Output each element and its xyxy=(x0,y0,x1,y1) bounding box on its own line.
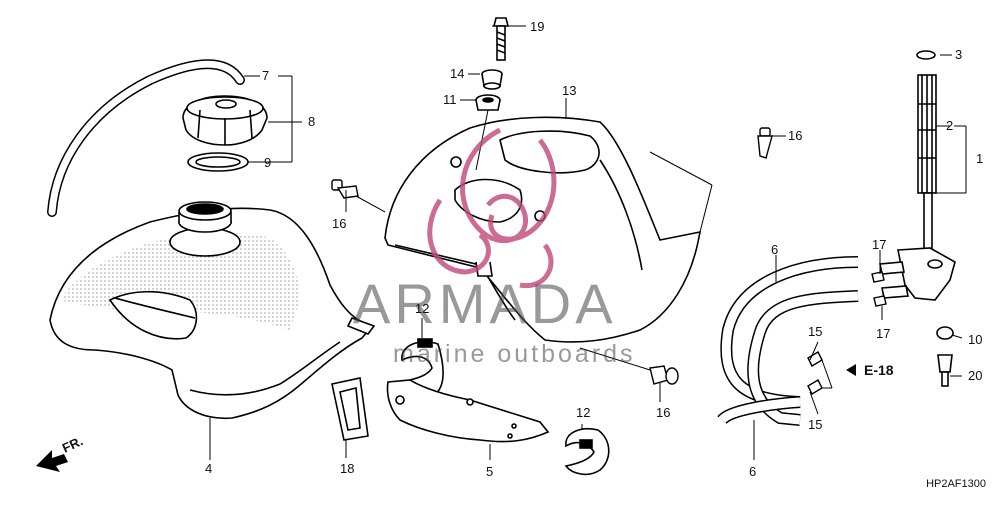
callout-10: 10 xyxy=(968,332,983,347)
callout-9: 9 xyxy=(264,155,272,170)
callout-17-bottom: 17 xyxy=(876,326,891,341)
bolt-19 xyxy=(492,17,510,61)
strap-18 xyxy=(331,377,369,441)
callout-20: 20 xyxy=(968,368,983,383)
reference-e18: E-18 xyxy=(864,362,894,378)
reference-arrow xyxy=(846,364,856,376)
fuel-strainer xyxy=(916,50,937,194)
callout-17-top: 17 xyxy=(872,237,887,252)
callout-13: 13 xyxy=(562,83,577,98)
callout-11: 11 xyxy=(443,92,457,107)
watermark-logo xyxy=(427,127,557,289)
callout-19: 19 xyxy=(530,19,545,34)
hose-clamps xyxy=(807,271,887,395)
callout-8: 8 xyxy=(308,114,316,129)
clip-16-bottom xyxy=(649,365,679,385)
clip-16-left xyxy=(331,179,359,199)
callout-14: 14 xyxy=(450,66,465,81)
collar-14 xyxy=(481,69,503,90)
callout-12-top: 12 xyxy=(415,301,430,316)
callout-5: 5 xyxy=(486,464,494,479)
callout-1: 1 xyxy=(976,151,984,166)
front-arrow-icon xyxy=(36,450,68,472)
callout-18: 18 xyxy=(340,461,355,476)
fuel-tank xyxy=(49,201,376,420)
callout-3: 3 xyxy=(955,47,963,62)
callout-15-top: 15 xyxy=(808,324,823,339)
rubber-11 xyxy=(475,94,501,111)
callout-2: 2 xyxy=(946,118,954,133)
fuel-cap xyxy=(182,95,268,146)
fuel-cock xyxy=(879,192,956,387)
watermark-brand: ARMADA xyxy=(353,272,617,335)
callout-7: 7 xyxy=(262,68,270,83)
callout-4: 4 xyxy=(205,461,213,476)
band-12-bottom xyxy=(564,428,610,476)
clip-16-top xyxy=(757,127,773,159)
callout-6-top: 6 xyxy=(771,242,779,257)
callout-16-bottom: 16 xyxy=(656,405,671,420)
callout-16-left: 16 xyxy=(332,216,347,231)
watermark-subtitle: marine outboards xyxy=(393,340,636,368)
fuel-hoses xyxy=(717,256,859,426)
diagram-code: HP2AF1300 xyxy=(926,478,986,490)
callout-6-bottom: 6 xyxy=(749,464,757,479)
fuel-cap-gasket xyxy=(187,152,249,172)
callout-16-top: 16 xyxy=(788,128,803,143)
callout-15-bottom: 15 xyxy=(808,417,823,432)
bracket-5 xyxy=(386,379,550,443)
leader-lines xyxy=(209,25,967,460)
callout-12-bottom: 12 xyxy=(576,405,591,420)
